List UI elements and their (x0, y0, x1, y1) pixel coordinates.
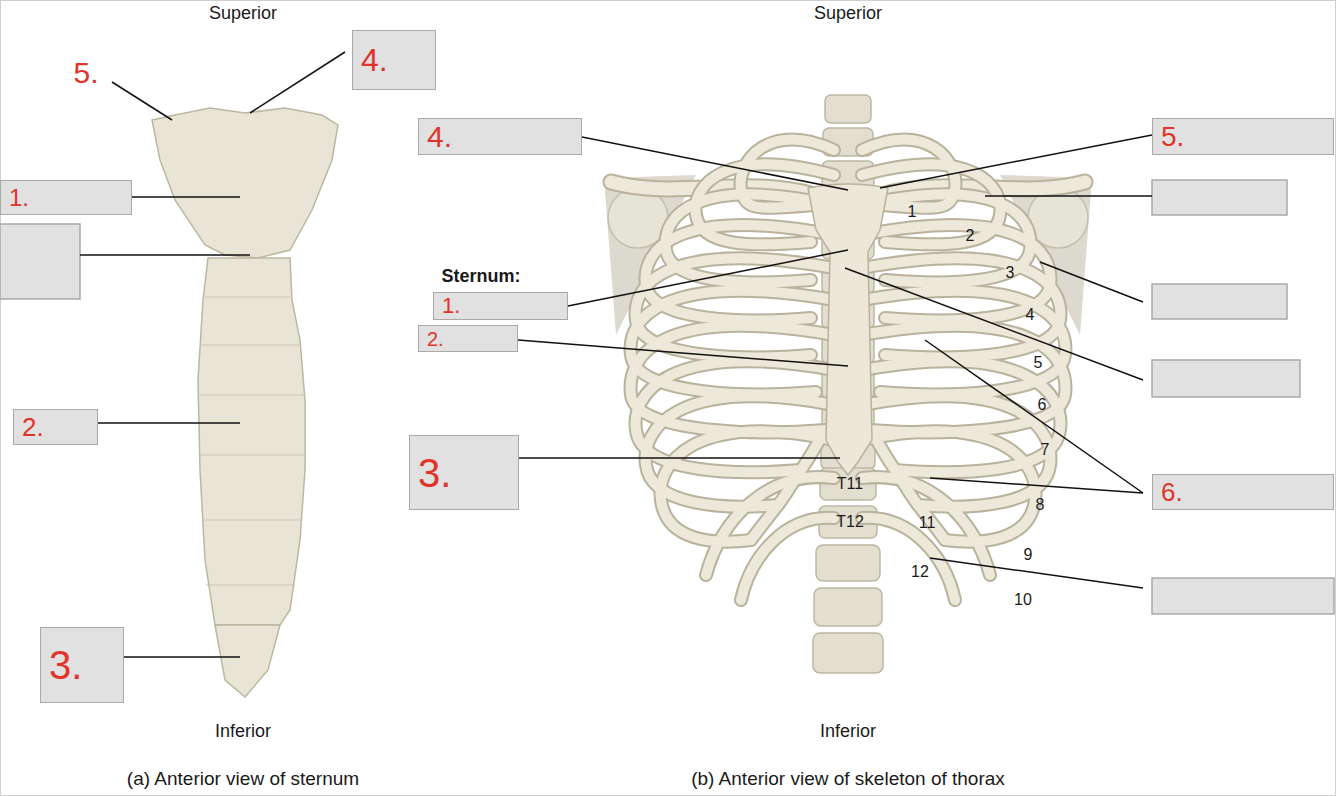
label-box: 1. (0, 180, 132, 215)
caption: (a) Anterior view of sternum (127, 769, 359, 790)
rib-number: 6 (1038, 396, 1047, 414)
label-box: 3. (409, 435, 519, 510)
answer-number: 2. (14, 414, 44, 440)
answer-number: 5. (1153, 123, 1184, 151)
vertebra-label: T12 (836, 513, 864, 531)
section-label: Sternum: (441, 267, 520, 287)
rib-number: 9 (1024, 546, 1033, 564)
answer-number: 4. (353, 44, 388, 76)
rib-number: 4 (1026, 306, 1035, 324)
rib-number: 10 (1014, 591, 1032, 609)
label-box: 4. (352, 30, 436, 90)
label-box: 4. (418, 118, 582, 155)
answer-number: 2. (419, 329, 444, 349)
answer-number: 3. (410, 453, 451, 493)
answer-number: 1. (434, 295, 460, 317)
direction-label: Inferior (820, 722, 876, 742)
label-box: 2. (418, 325, 518, 352)
direction-label: Superior (209, 4, 277, 24)
label-box: 5. (1152, 118, 1334, 155)
answer-number: 5. (73, 56, 98, 89)
caption: (b) Anterior view of skeleton of thorax (691, 769, 1005, 790)
label-box: 2. (13, 409, 98, 445)
answer-number: 6. (1153, 479, 1183, 505)
answer-number: 1. (1, 186, 29, 210)
sternum (808, 184, 888, 475)
rib-number: 1 (908, 203, 917, 221)
rib-number: 5 (1034, 354, 1043, 372)
label-box: 6. (1152, 474, 1334, 510)
answer-number: 4. (419, 122, 452, 152)
direction-label: Superior (814, 4, 882, 24)
rib-number: 7 (1041, 441, 1050, 459)
rib-number: 2 (966, 227, 975, 245)
rib-number: 8 (1036, 496, 1045, 514)
thorax-illustration (604, 95, 1092, 673)
direction-label: Inferior (215, 722, 271, 742)
empty-label-boxes (0, 180, 1334, 614)
rib-number: 12 (911, 563, 929, 581)
vertebra-label: T11 (837, 475, 863, 493)
label-box: 3. (40, 627, 124, 703)
answer-number: 3. (41, 645, 82, 685)
rib-number: 11 (919, 514, 936, 532)
leader-lines (80, 52, 1152, 657)
label-box: 1. (433, 292, 568, 320)
rib-number: 3 (1006, 264, 1015, 282)
